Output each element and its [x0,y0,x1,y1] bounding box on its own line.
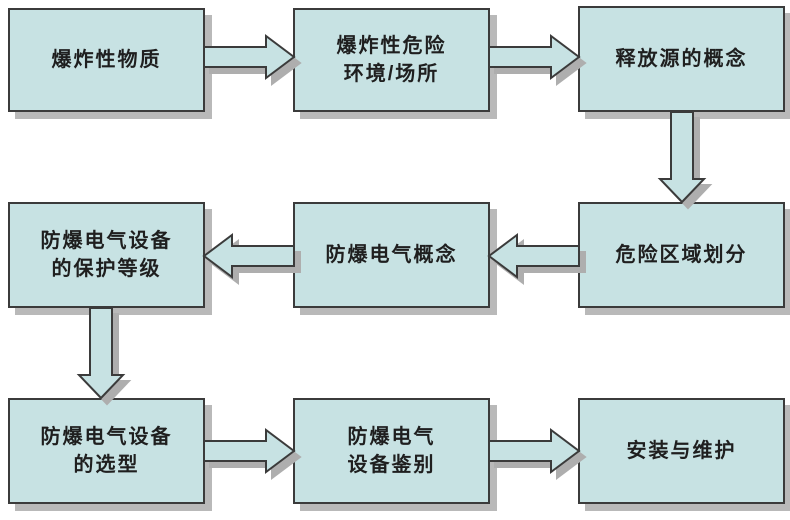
flow-box-label: 释放源的概念 [615,48,748,70]
flow-box-label: 安装与维护 [626,440,737,462]
arrow-left-1-icon [487,233,580,279]
flow-box-equipment-selection: 防爆电气设备 的选型 [8,398,205,504]
flow-box-label: 爆炸性危险 环境/场所 [336,35,447,85]
arrow-right-4-icon [488,428,581,474]
flow-box-explosive-substances: 爆炸性物质 [8,8,205,112]
flow-box-label: 危险区域划分 [615,244,748,266]
arrow-left-2-icon [202,233,295,279]
flow-box-equipment-identification: 防爆电气 设备鉴别 [293,398,490,504]
flow-box-label: 防爆电气设备 的保护等级 [40,230,173,280]
arrow-down-2-icon [76,307,126,400]
flow-box-label: 防爆电气概念 [325,244,458,266]
flow-box-release-source-concept: 释放源的概念 [578,6,785,112]
arrow-right-2-icon [488,34,581,80]
arrow-right-3-icon [203,428,296,474]
flow-box-label: 防爆电气 设备鉴别 [347,426,436,476]
flow-box-label: 爆炸性物质 [51,49,162,71]
arrow-down-1-icon [657,111,707,204]
flow-box-hazardous-area-classification: 危险区域划分 [578,202,785,308]
flow-box-equipment-protection-level: 防爆电气设备 的保护等级 [8,202,205,308]
flow-box-installation-maintenance: 安装与维护 [578,398,785,504]
flow-box-explosive-hazard-environment: 爆炸性危险 环境/场所 [293,8,490,112]
flow-box-exproof-electrical-concept: 防爆电气概念 [293,202,490,308]
flow-box-label: 防爆电气设备 的选型 [40,426,173,476]
arrow-right-1-icon [203,34,296,80]
